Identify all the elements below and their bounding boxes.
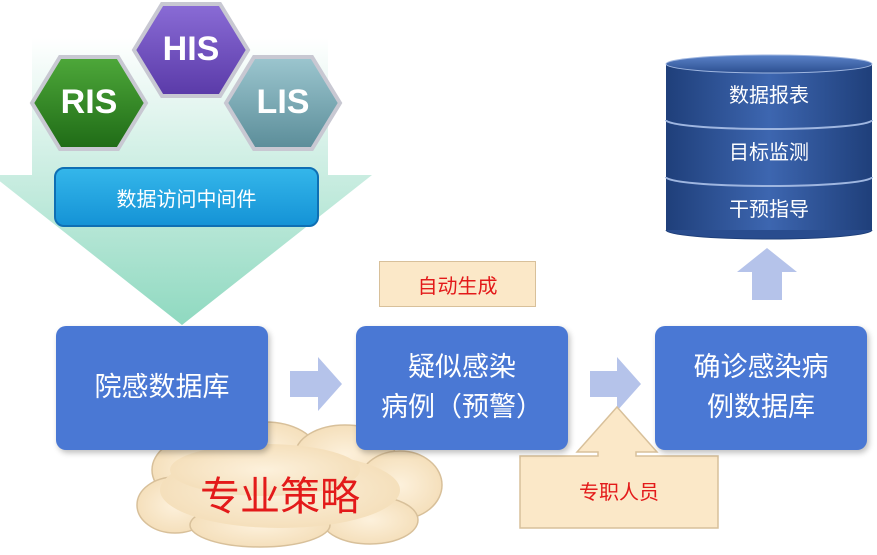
staff-label: 专职人员 bbox=[579, 480, 659, 504]
confirmed-case-line2: 例数据库 bbox=[707, 392, 815, 423]
staff-callout-shape bbox=[519, 405, 719, 529]
suspected-case-line2: 病例（预警） bbox=[381, 392, 543, 423]
confirmed-case-database-node: 确诊感染病 例数据库 bbox=[655, 326, 867, 450]
middleware-label: 数据访问中间件 bbox=[116, 186, 257, 211]
lis-hexagon bbox=[223, 55, 343, 151]
ris-label: RIS bbox=[60, 83, 118, 121]
auto-generate-label: 自动生成 bbox=[417, 273, 498, 298]
lis-label: LIS bbox=[256, 83, 310, 121]
middleware-box: 数据访问中间件 bbox=[54, 167, 319, 227]
his-label: HIS bbox=[162, 30, 220, 68]
infection-database-label: 院感数据库 bbox=[94, 372, 230, 403]
database-stack bbox=[665, 54, 873, 240]
arrow-right-2 bbox=[590, 357, 641, 411]
his-hexagon bbox=[131, 2, 251, 98]
arrow-up-database bbox=[737, 248, 797, 300]
ris-hexagon bbox=[29, 55, 149, 151]
suspected-case-line1: 疑似感染 bbox=[408, 352, 516, 383]
db-intervention-label: 干预指导 bbox=[729, 197, 809, 221]
arrow-right-1 bbox=[290, 357, 342, 411]
db-monitoring-label: 目标监测 bbox=[729, 140, 809, 164]
infection-database-node: 院感数据库 bbox=[56, 326, 268, 450]
auto-generate-box: 自动生成 bbox=[379, 261, 536, 307]
confirmed-case-line1: 确诊感染病 bbox=[693, 352, 829, 383]
strategy-label: 专业策略 bbox=[200, 474, 360, 520]
db-report-label: 数据报表 bbox=[729, 83, 809, 107]
suspected-case-node: 疑似感染 病例（预警） bbox=[356, 326, 568, 450]
